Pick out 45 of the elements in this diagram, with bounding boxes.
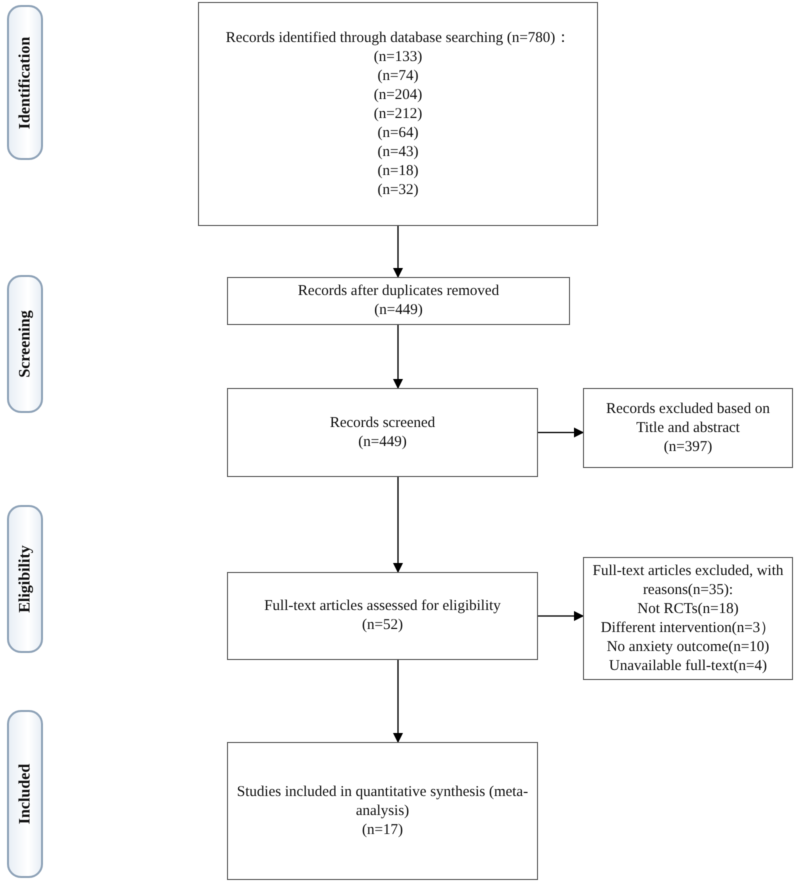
process-box [583,388,793,468]
stage-label: Included [16,764,34,824]
process-box [583,557,793,680]
stage-label: Screening [16,310,34,378]
box-text: Not RCTs(n=18) [637,600,739,618]
stage-label: Eligibility [16,545,34,613]
box-heading: Records after duplicates removed [298,282,500,301]
box-text: (n=17) [362,820,403,840]
box-heading: Studies included in quantitative synthesis (meta-analysis) [236,782,529,820]
box-text: (n=449) [358,432,407,452]
box-text: (n=32) [378,180,418,200]
box-text: (n=43) [378,142,418,162]
arrow [393,477,403,573]
box-text: (n=449) [374,301,423,320]
stage-band [7,5,43,160]
box-text: Unavailable full-text(n=4) [609,656,767,676]
process-box [227,742,538,880]
box-text: (n=64) [378,124,418,142]
stage-label: Identification [16,36,34,129]
box-text: (n=74) [378,66,418,86]
box-heading: Full-text articles excluded, with reasons(n=35): [592,562,784,600]
box-heading: Records identified through database searching (n=780)： [226,28,570,48]
stage-band [7,505,43,653]
box-text: (n=52) [362,616,403,635]
process-box [227,277,570,325]
box-text: No anxiety outcome(n=10) [606,638,770,656]
box-text: (n=212) [374,104,422,124]
box-text: Different intervention(n=3） [600,618,776,638]
stage-band [7,275,43,413]
box-heading: Records excluded based on Title and abstract [605,400,771,438]
box-text: (n=204) [374,86,422,104]
box-heading: Records screened [330,414,436,432]
arrow [538,428,584,438]
stage-band [7,710,43,878]
arrow [393,325,403,389]
box-text: (n=397) [664,438,712,456]
process-box [227,388,538,477]
box-heading: Full-text articles assessed for eligibility [264,597,501,616]
box-text: (n=18) [378,162,418,180]
box-text: (n=133) [374,48,422,66]
process-box [198,2,598,226]
arrow [393,660,403,743]
arrow [538,611,584,621]
process-box [227,572,538,660]
arrow [393,226,403,278]
